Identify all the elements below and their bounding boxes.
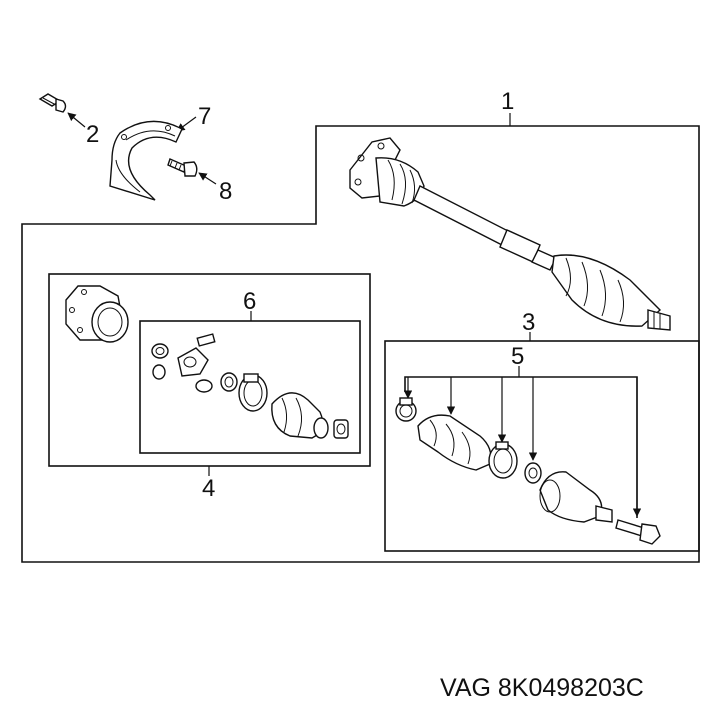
callout-3: 3 xyxy=(522,309,535,336)
callout-1: 1 xyxy=(501,88,514,115)
assembly-outline-box xyxy=(21,125,700,563)
part-number-caption: VAG 8K0498203C xyxy=(440,674,644,702)
outer-joint-parts-drawing xyxy=(395,397,661,545)
callout-6: 6 xyxy=(243,288,256,315)
callout-4: 4 xyxy=(202,475,215,502)
callout-7: 7 xyxy=(198,103,211,130)
bolt-8-drawing xyxy=(167,158,198,177)
axle-shaft-drawing xyxy=(349,137,671,331)
arrow-2 xyxy=(67,112,86,128)
outer-joint-kit-box xyxy=(384,340,700,552)
callout-2: 2 xyxy=(86,121,99,148)
callout-5: 5 xyxy=(511,343,524,370)
bolt-2-drawing xyxy=(38,93,67,113)
inner-joint-parts-box xyxy=(139,320,361,454)
arrow-8 xyxy=(198,172,217,185)
joint-housing-drawing xyxy=(65,285,129,343)
callout-8: 8 xyxy=(219,178,232,205)
heat-shield-drawing xyxy=(109,120,183,201)
inner-joint-parts-drawing xyxy=(151,333,349,439)
